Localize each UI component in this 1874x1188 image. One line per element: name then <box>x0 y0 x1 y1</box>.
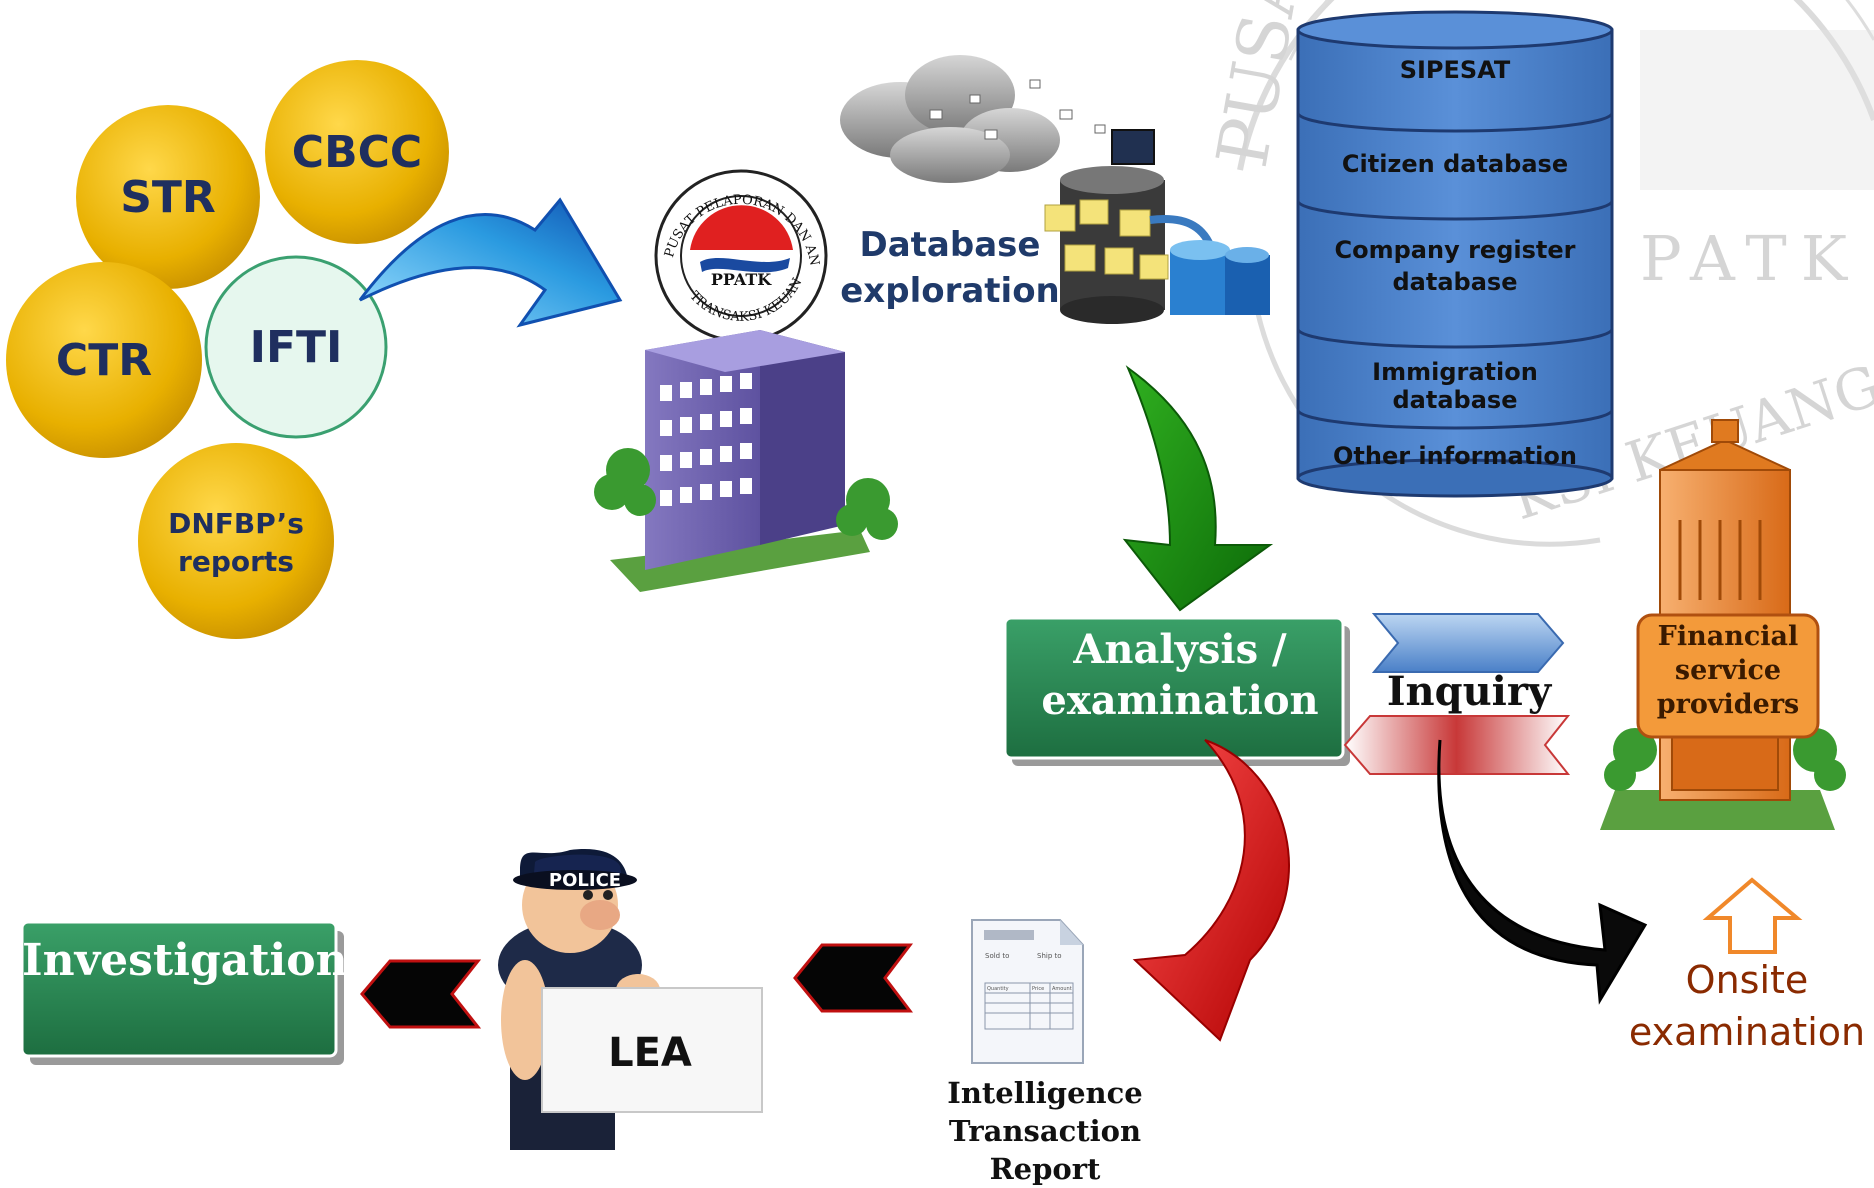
db-immigration: Immigration database <box>1372 358 1538 414</box>
ifti-label: IFTI <box>249 322 343 373</box>
lea-label: LEA <box>608 1030 692 1076</box>
police-cap-text: POLICE <box>549 870 621 891</box>
ctr-bubble <box>6 262 202 458</box>
analysis-label: Analysis / examination <box>1041 626 1319 724</box>
db-other: Other information <box>1333 442 1577 470</box>
report-bubbles <box>6 60 449 639</box>
onsite-up-arrow-icon <box>1702 877 1803 954</box>
analysis-box <box>1003 616 1350 766</box>
db-company-register: Company register database <box>1334 236 1576 296</box>
database-stack-icon <box>1044 129 1225 324</box>
doc-price: Price <box>1032 986 1044 992</box>
inquiry-to-onsite-arrow <box>1437 739 1648 1005</box>
inquiry-arrow-left <box>1343 715 1571 775</box>
lea-to-investigation-arrow <box>360 959 482 1029</box>
dnfbp-label: DNFBP’s reports <box>168 507 304 578</box>
database-cylinder <box>1296 10 1614 498</box>
ppatk-building-icon <box>594 330 898 592</box>
db-citizen: Citizen database <box>1341 150 1569 178</box>
doc-sold-to: Sold to <box>985 952 1009 960</box>
doc-quantity: Quantity <box>987 986 1009 992</box>
investigation-box <box>20 920 344 1065</box>
document-icon: Sold to Ship to Quantity Price Amount <box>971 919 1084 1064</box>
exploration-to-analysis-arrow <box>1122 365 1274 612</box>
analysis-to-itr-arrow <box>1132 739 1290 1042</box>
itr-to-lea-arrow <box>793 943 914 1013</box>
fsp-label: Financial service providers <box>1656 621 1800 720</box>
dnfbp-bubble <box>138 443 334 639</box>
flow-diagram: PUSAT PATK KSI KEUANGA PUSAT PELAPORAN D… <box>0 0 1874 1150</box>
cloud-icon <box>840 55 1106 183</box>
investigation-label: Investigation <box>22 935 348 986</box>
doc-ship-to: Ship to <box>1037 952 1062 960</box>
onsite-label: Onsite examination <box>1628 958 1866 1054</box>
ifti-to-ppatk-arrow <box>358 197 623 328</box>
ifti-bubble <box>204 255 388 439</box>
watermark-right-text: PATK <box>1640 222 1861 295</box>
ctr-label: CTR <box>55 335 153 386</box>
itr-label: Intelligence Transaction Report <box>947 1076 1143 1186</box>
police-officer-icon: POLICE <box>498 849 763 1150</box>
str-bubble <box>76 105 260 289</box>
inquiry-label: Inquiry <box>1386 668 1552 715</box>
logo-center-text: PPATK <box>711 270 772 289</box>
cbcc-label: CBCC <box>291 127 423 178</box>
cbcc-bubble <box>265 60 449 244</box>
database-exploration-label: Database exploration <box>840 225 1060 311</box>
inquiry-arrow-right <box>1371 613 1565 673</box>
blue-cylinders-icon <box>1170 240 1270 315</box>
doc-amount: Amount <box>1052 986 1072 992</box>
str-label: STR <box>120 172 216 223</box>
db-sipesat: SIPESAT <box>1399 56 1511 84</box>
fsp-building-icon <box>1600 419 1846 830</box>
